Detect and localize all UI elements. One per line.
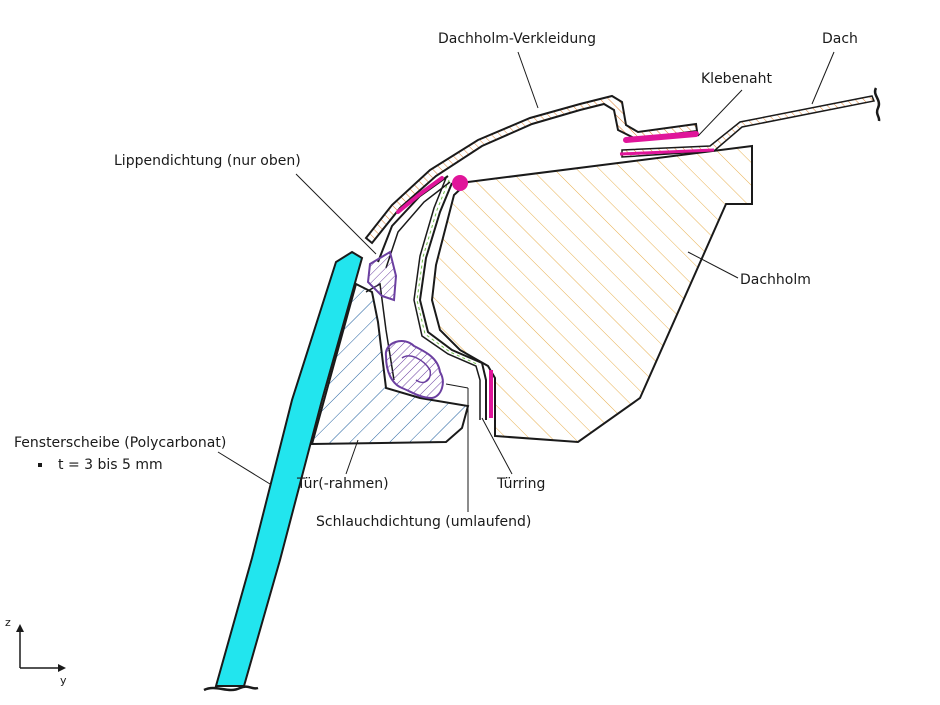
schlauchdichtung-inner <box>401 355 432 384</box>
trim-inner-lip-2 <box>385 181 451 269</box>
leader-schlauchdichtung-h <box>445 383 469 389</box>
label-tuerring: Türring <box>497 476 546 492</box>
axis-label-z: z <box>5 616 11 629</box>
label-klebenaht: Klebenaht <box>701 71 772 87</box>
leader-lippendichtung <box>295 173 377 255</box>
leader-dachholm <box>687 251 739 279</box>
fensterscheibe-pane <box>214 250 364 687</box>
dachholm-verkleidung <box>364 94 699 245</box>
fensterscheibe-break-mark <box>203 685 259 692</box>
adhesive-bead <box>452 175 468 191</box>
thickness-bullet: t = 3 bis 5 mm <box>38 457 163 473</box>
leader-tuerring <box>481 417 513 475</box>
leader-klebenaht <box>697 89 743 137</box>
label-fensterscheibe: Fensterscheibe (Polycarbonat) <box>14 435 227 451</box>
leader-dachholm-verkleidung <box>517 51 539 109</box>
z-axis-arrow-icon <box>16 624 24 632</box>
adhesive-trim-strip <box>396 176 444 214</box>
label-lippendichtung: Lippendichtung (nur oben) <box>114 153 301 169</box>
tuerring-sheet-inner <box>413 177 481 420</box>
label-tuerrahmen: Tür(-rahmen) <box>297 476 389 492</box>
label-schlauchdichtung: Schlauchdichtung (umlaufend) <box>316 514 532 530</box>
bullet-icon <box>38 463 42 467</box>
dach-break-mark <box>873 87 881 122</box>
leader-tuerrahmen <box>345 439 359 475</box>
label-dachholm: Dachholm <box>740 272 811 288</box>
axis-label-y: y <box>60 674 67 687</box>
dach-panel <box>621 95 876 158</box>
label-thickness: t = 3 bis 5 mm <box>58 457 163 473</box>
lippendichtung-seal <box>366 250 398 302</box>
tuerrahmen-body <box>310 282 470 446</box>
tuerring-sheet <box>418 182 487 420</box>
schlauchdichtung-seal <box>384 340 444 400</box>
leader-dach <box>811 51 835 105</box>
leader-fensterscheibe <box>217 451 271 485</box>
tuerring-green-dash <box>416 179 480 366</box>
klebenaht-top <box>623 131 699 143</box>
label-dachholm-verkleidung: Dachholm-Verkleidung <box>438 31 597 47</box>
label-dach: Dach <box>822 31 858 47</box>
klebenaht-roof <box>619 148 715 156</box>
y-axis-arrow-icon <box>58 664 66 672</box>
